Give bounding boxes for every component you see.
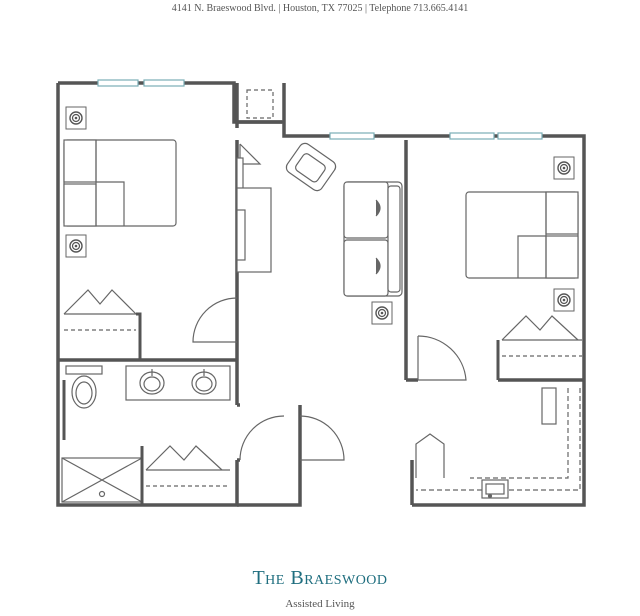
foyer (192, 89, 467, 461)
closet-doors-icon (145, 445, 230, 487)
lamp-icon (553, 288, 575, 312)
bathroom (61, 365, 231, 505)
kitchenette (415, 387, 581, 499)
building-title: The Braeswood (252, 567, 388, 589)
bed-icon-right (465, 191, 579, 279)
armchair-icon (285, 142, 337, 192)
sink-icon (191, 369, 217, 395)
closet-doors-icon (63, 289, 142, 360)
closet-doors-icon (496, 315, 582, 380)
building-subtitle: Assisted Living (285, 598, 355, 610)
address-line: 4141 N. Braeswood Blvd. | Houston, TX 77… (171, 3, 469, 14)
toilet-icon (65, 365, 103, 409)
windows (97, 79, 543, 140)
lamp-icon (371, 301, 393, 325)
walls (56, 81, 586, 507)
sink-icon (139, 369, 165, 395)
shower-icon (61, 457, 143, 503)
bed-icon-left (63, 139, 177, 227)
sofa-icon (343, 181, 403, 297)
lamp-icon (65, 234, 87, 258)
lamp-icon (65, 106, 87, 130)
kitchen-sink-icon (481, 479, 509, 499)
lamp-icon (553, 156, 575, 180)
